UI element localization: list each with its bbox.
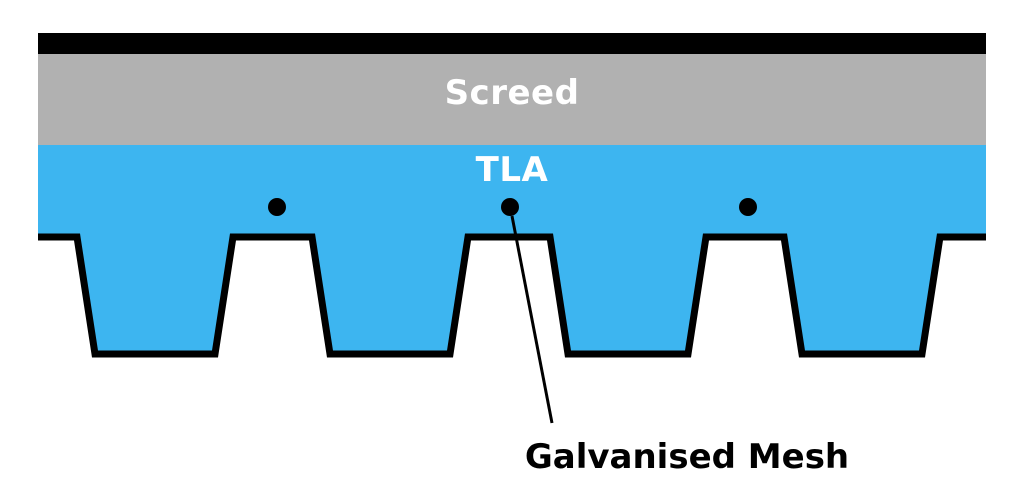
screed-layer-label: Screed — [444, 72, 580, 113]
black-top-layer — [38, 33, 986, 54]
galvanised-mesh-label: Galvanised Mesh — [524, 437, 850, 477]
deck-profile-outline — [38, 233, 986, 358]
mesh-dot — [501, 198, 519, 216]
tla-fill-shape — [38, 145, 986, 354]
mesh-dot — [739, 198, 757, 216]
screed-layer: Screed — [38, 54, 986, 145]
leader-line — [510, 215, 554, 424]
mesh-dot — [268, 198, 286, 216]
tla-layer-label: TLA — [475, 150, 549, 190]
